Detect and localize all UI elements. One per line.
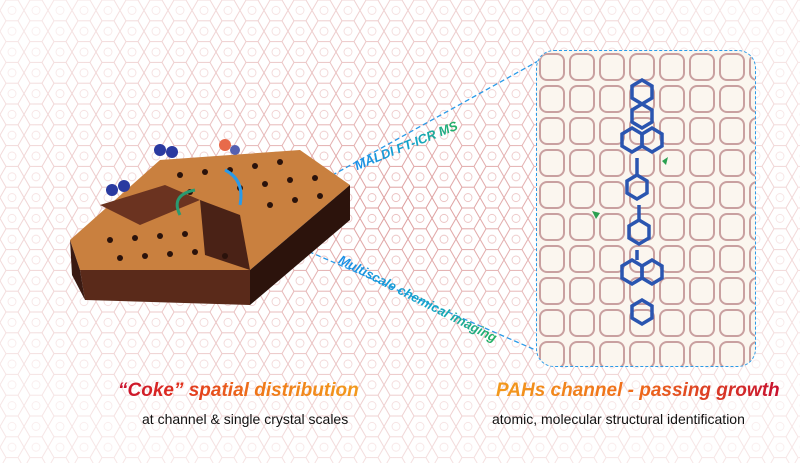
- molecule-icons: [106, 139, 240, 196]
- pahs-growth-subtitle: atomic, molecular structural identificat…: [492, 411, 745, 427]
- coke-distribution-subtitle: at channel & single crystal scales: [142, 411, 349, 427]
- coke-distribution-title: “Coke” spatial distribution: [118, 380, 359, 401]
- pahs-growth-title: PAHs channel - passing growth: [496, 380, 780, 401]
- pah-molecule: [620, 77, 664, 327]
- channel-zoom-panel: [536, 50, 756, 367]
- pah-in-channel-structure: [537, 51, 755, 366]
